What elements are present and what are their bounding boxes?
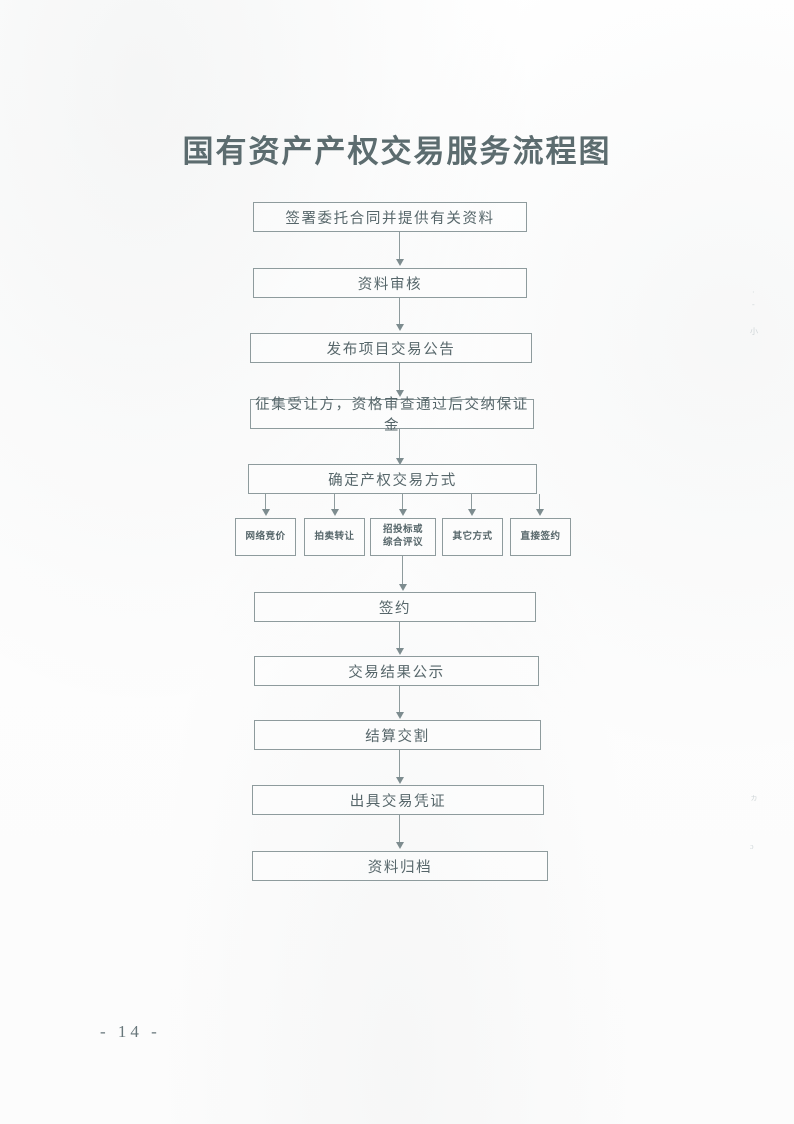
flow-node-material-review[interactable]: 资料审核: [253, 268, 527, 298]
connector-branches-to-n7: [402, 556, 403, 586]
branch-label-line1: 招投标或: [382, 525, 423, 535]
arrowhead-n5-b3: [399, 509, 407, 516]
arrowhead-n5-b4: [468, 509, 476, 516]
connector-n5-b3: [402, 494, 403, 511]
connector-n5-b1: [265, 494, 266, 511]
branch-label-line2: 综合评议: [382, 538, 423, 548]
margin-mark-c: 小: [750, 327, 758, 336]
flow-node-publish-announcement[interactable]: 发布项目交易公告: [250, 333, 532, 363]
connector-n5-b5: [539, 494, 540, 511]
margin-mark-d: ヵ: [750, 793, 758, 802]
flow-node-result-publicity[interactable]: 交易结果公示: [254, 656, 539, 686]
flow-node-tender-or-review[interactable]: 招投标或 综合评议: [370, 518, 436, 556]
arrowhead-n5-b5: [536, 509, 544, 516]
flow-node-auction-transfer[interactable]: 拍卖转让: [304, 518, 365, 556]
connector-n3-n4: [399, 363, 400, 392]
branch-label-line1: 其它方式: [452, 531, 493, 542]
flow-node-sign-contract[interactable]: 签署委托合同并提供有关资料: [253, 202, 527, 232]
arrowhead-n10-n11: [396, 842, 404, 849]
flow-node-archive-materials[interactable]: 资料归档: [252, 851, 548, 881]
connector-n1-n2: [399, 232, 400, 261]
connector-n4-n5: [399, 429, 400, 460]
arrowhead-n5-b2: [331, 509, 339, 516]
connector-n8-n9: [399, 686, 400, 714]
page-title: 国有资产产权交易服务流程图: [182, 134, 612, 169]
margin-mark-a: ·: [752, 288, 755, 297]
connector-n5-b4: [471, 494, 472, 511]
branch-label-line1: 直接签约: [520, 531, 561, 542]
arrowhead-n8-n9: [396, 712, 404, 719]
flow-node-other-method[interactable]: 其它方式: [442, 518, 503, 556]
margin-mark-e: ɔ: [750, 842, 754, 851]
margin-mark-b: -: [752, 300, 755, 309]
connector-n7-n8: [399, 622, 400, 650]
flow-node-determine-trade-method[interactable]: 确定产权交易方式: [248, 464, 537, 494]
connector-n9-n10: [399, 750, 400, 779]
arrowhead-branches-n7: [399, 584, 407, 591]
page-number: - 14 -: [100, 1022, 161, 1041]
arrowhead-n5-b1: [262, 509, 270, 516]
connector-n2-n3: [399, 298, 400, 326]
arrowhead-n7-n8: [396, 648, 404, 655]
flow-node-direct-signing[interactable]: 直接签约: [510, 518, 571, 556]
arrowhead-n4-n5: [396, 458, 404, 465]
branch-label-line1: 网络竞价: [245, 531, 286, 542]
connector-n5-b2: [334, 494, 335, 511]
arrowhead-n1-n2: [396, 259, 404, 266]
flow-node-settlement-delivery[interactable]: 结算交割: [254, 720, 541, 750]
arrowhead-n9-n10: [396, 777, 404, 784]
branch-label-line1: 拍卖转让: [314, 531, 355, 542]
connector-n10-n11: [399, 815, 400, 844]
flow-node-collect-transferees[interactable]: 征集受让方，资格审查通过后交纳保证金: [250, 397, 534, 434]
flow-node-online-bidding[interactable]: 网络竞价: [235, 518, 296, 556]
arrowhead-n2-n3: [396, 324, 404, 331]
flow-node-signing[interactable]: 签约: [254, 592, 536, 622]
flow-node-issue-certificate[interactable]: 出具交易凭证: [252, 785, 544, 815]
arrowhead-n3-n4: [396, 390, 404, 397]
